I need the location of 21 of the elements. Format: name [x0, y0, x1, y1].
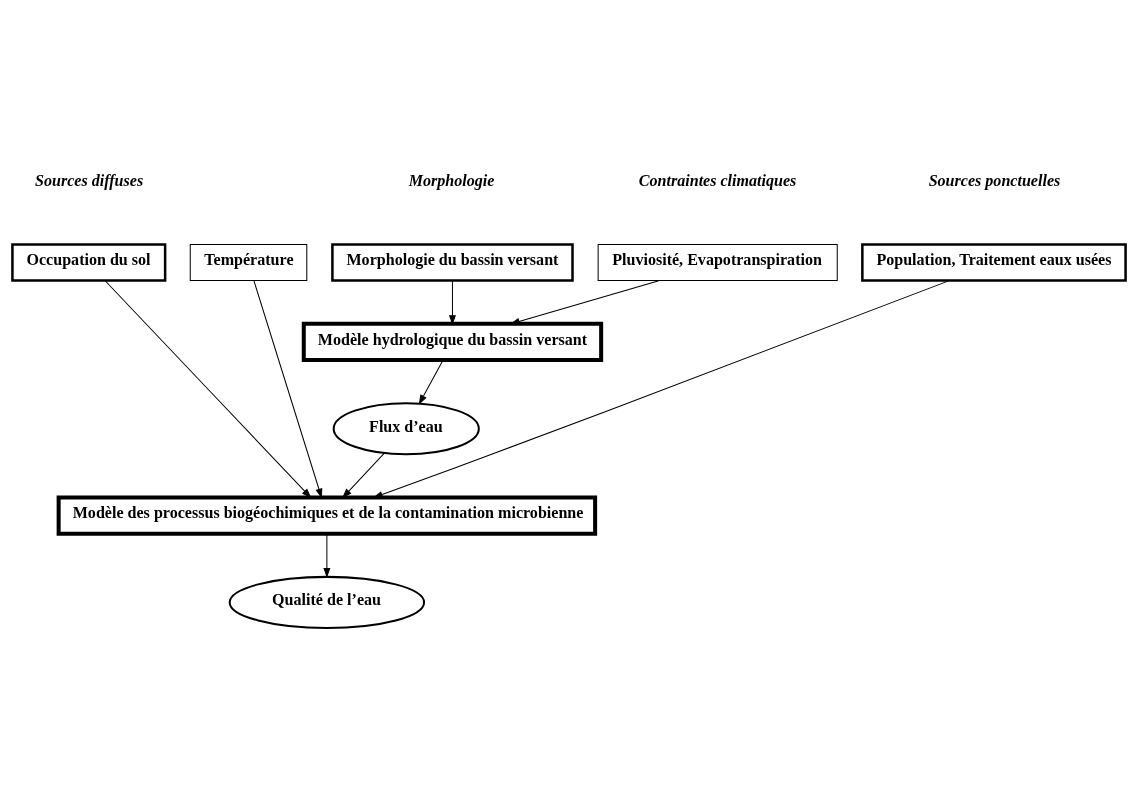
label: Contraintes climatiques: [638, 171, 797, 189]
node-box: Morphologie du bassin versant: [331, 242, 574, 282]
node-box: Pluviosité, Evapotranspiration: [597, 243, 838, 281]
arrow: [342, 452, 385, 498]
arrow: [104, 279, 311, 498]
arrow: [418, 359, 444, 404]
arrow: [373, 279, 950, 498]
node-ellipse: Flux d’eau: [332, 401, 480, 455]
node-box: Occupation du sol: [11, 242, 167, 282]
label: Sources ponctuelles: [928, 171, 1061, 189]
label: Morphologie: [408, 171, 495, 189]
node-ellipse: Qualité de l’eau: [228, 575, 426, 629]
arrow: [510, 279, 660, 325]
node-box: Population, Traitement eaux usées: [861, 242, 1127, 282]
label: Sources diffuses: [35, 171, 144, 189]
arrow: [449, 279, 456, 324]
node-box: Modèle hydrologique du bassin versant: [301, 321, 604, 362]
node-box: Température: [189, 243, 308, 281]
node-box: Modèle des processus biogéochimiques et de la contamination microbienne: [56, 494, 598, 536]
arrow: [253, 279, 323, 498]
arrow: [323, 532, 331, 577]
